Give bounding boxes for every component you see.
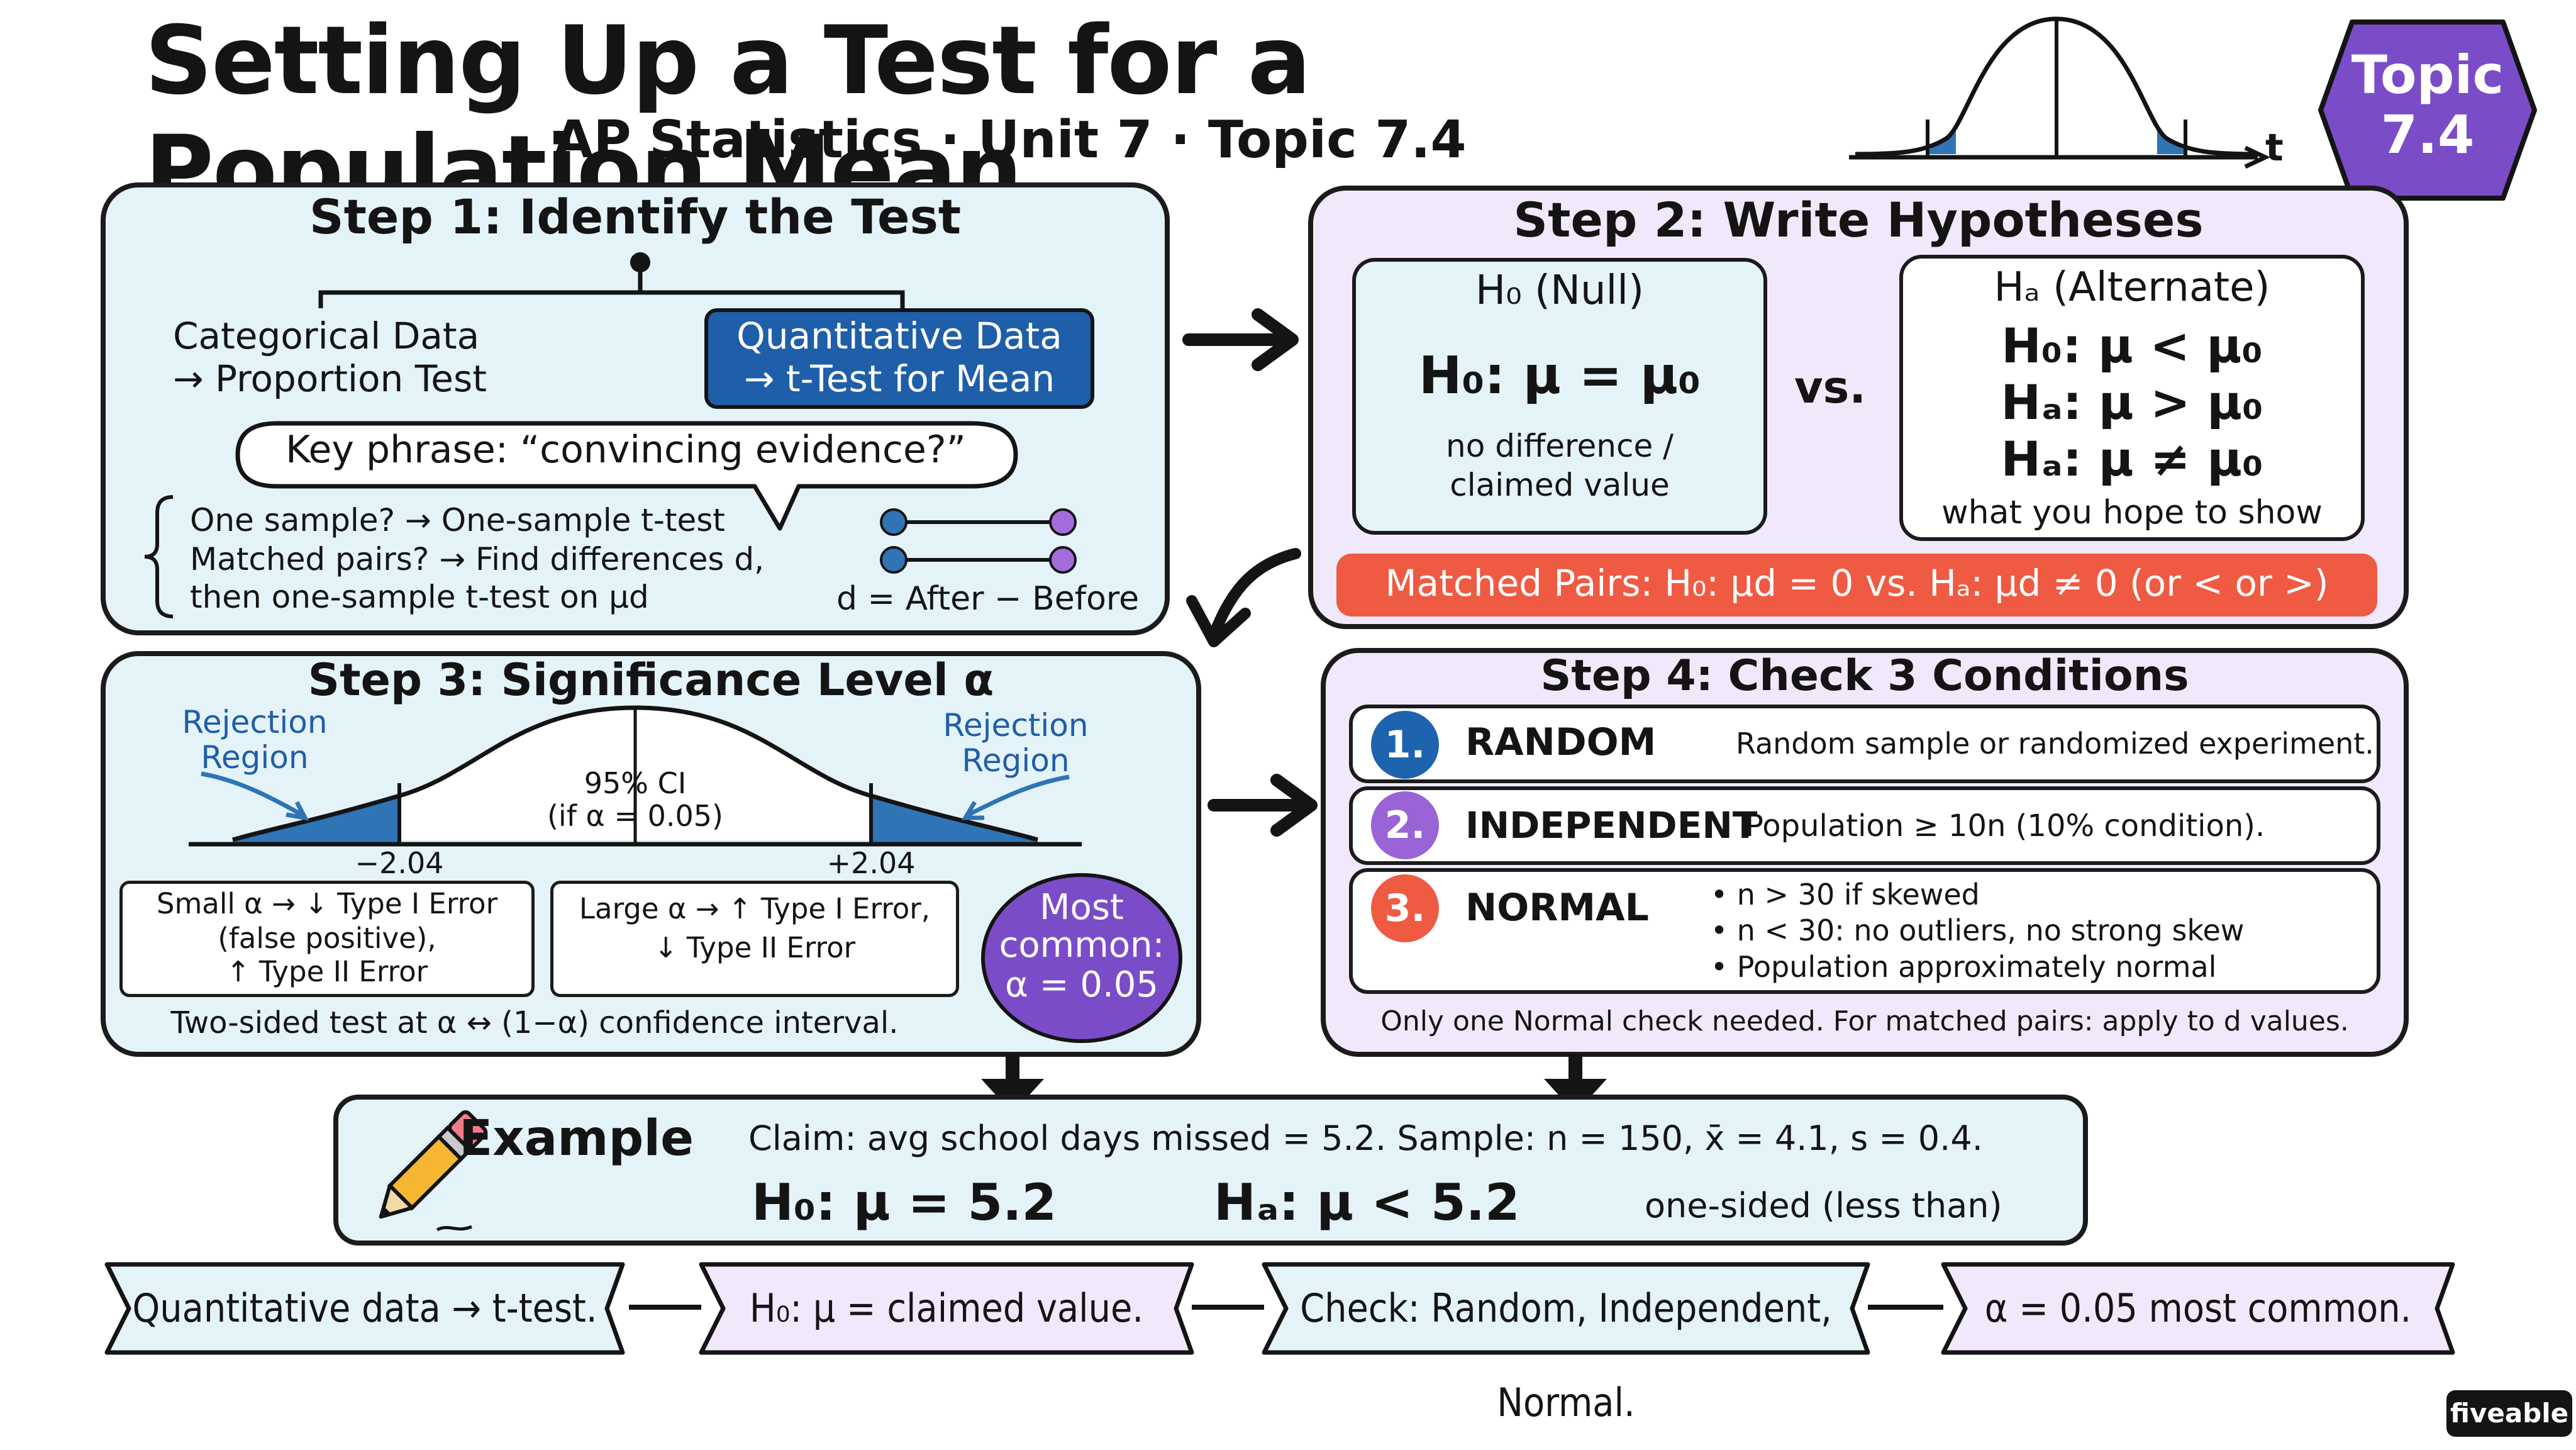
step2-title: Step 2: Write Hypotheses: [1513, 192, 2204, 248]
condition-num-3: 3.: [1371, 874, 1439, 942]
arrow-step2-to-step3: [1186, 548, 1301, 647]
page-subtitle: AP Statistics · Unit 7 · Topic 7.4: [553, 110, 1467, 170]
page-title: Setting Up a Test for a Population Mean: [145, 6, 1311, 225]
small-alpha-box: [119, 881, 535, 997]
null-header: H₀ (Null): [1475, 267, 1645, 314]
large-alpha-box: [550, 881, 959, 997]
example-panel: [333, 1095, 2088, 1246]
ci-label-2: (if α = 0.05): [547, 799, 724, 833]
example-label: Example: [459, 1110, 694, 1167]
summary-connectors: [629, 1305, 1943, 1310]
left-brace: [144, 495, 174, 618]
normal-bullet-1: • n > 30 if skewed: [1711, 878, 1980, 912]
small-alpha-1: Small α → ↓ Type I Error: [156, 887, 498, 920]
null-formula: H₀: μ = μ₀: [1418, 346, 1701, 406]
large-alpha-1: Large α → ↑ Type I Error,: [579, 892, 931, 925]
large-alpha-2: ↓ Type II Error: [653, 931, 856, 964]
matched-pairs-text: Matched pairs? → Find differences d,: [190, 541, 764, 577]
step1-title: Step 1: Identify the Test: [309, 189, 962, 245]
summary-banner-4: α = 0.05 most common.: [1940, 1261, 2456, 1356]
rejection-region-left: Rejection Region: [182, 704, 328, 776]
tick-right: +2.04: [826, 846, 916, 880]
tick-left: −2.04: [355, 846, 444, 880]
null-note-1: no difference /: [1446, 428, 1674, 464]
summary-banner-1: Quantitative data → t-test.: [104, 1261, 626, 1356]
step3-bell-curve: [189, 705, 1082, 847]
small-alpha-2: (false positive),: [218, 922, 436, 955]
summary-text-1: Quantitative data → t-test.: [132, 1285, 597, 1331]
condition-desc-random: Random sample or randomized experiment.: [1736, 727, 2374, 761]
condition-num-1: 1.: [1371, 711, 1439, 779]
null-note-2: claimed value: [1450, 467, 1670, 503]
alt-less: H₀: μ < μ₀: [2001, 318, 2263, 374]
vs-label: vs.: [1794, 362, 1866, 413]
step1-branch-lines: [318, 252, 905, 308]
arrow-step3-to-step4: [1208, 774, 1318, 837]
condition-name-independent: INDEPENDENT: [1465, 804, 1758, 847]
example-note: one-sided (less than): [1645, 1186, 2002, 1225]
alt-note: what you hope to show: [1941, 494, 2323, 532]
topic-badge-line1: Topic: [2351, 44, 2504, 106]
arrow-step1-to-step2: [1182, 308, 1299, 371]
brand-logo: fiveable: [2446, 1390, 2572, 1437]
normal-bullet-2: • n < 30: no outliers, no strong skew: [1711, 913, 2245, 947]
matched-pairs-text-bar: Matched Pairs: H₀: μd = 0 vs. Hₐ: μd ≠ 0…: [1385, 562, 2329, 605]
summary-banner-3: Check: Random, Independent, Normal.: [1261, 1261, 1871, 1425]
normal-bullet-3: • Population approximately normal: [1711, 950, 2217, 984]
normal-bullet-text-1: n > 30 if skewed: [1736, 878, 1980, 912]
pencil-icon: [379, 1110, 488, 1232]
example-claim: Claim: avg school days missed = 5.2. Sam…: [748, 1118, 1983, 1158]
most-common-2: common:: [999, 925, 1165, 966]
condition-name-normal: NORMAL: [1465, 886, 1649, 930]
small-alpha-3: ↑ Type II Error: [226, 955, 428, 988]
rejection-region-right: Rejection Region: [943, 707, 1089, 779]
condition-desc-independent: Population ≥ 10n (10% condition).: [1745, 808, 2265, 844]
matched-pairs-bar: [1336, 554, 2377, 616]
key-phrase-text: Key phrase: “convincing evidence?”: [286, 428, 966, 472]
condition-num-2: 2.: [1371, 791, 1439, 859]
condition-name-random: RANDOM: [1465, 720, 1657, 764]
step3-footer: Two-sided test at α ↔ (1−α) confidence i…: [170, 1005, 899, 1040]
step4-title: Step 4: Check 3 Conditions: [1540, 651, 2189, 701]
summary-text-3: Check: Random, Independent, Normal.: [1300, 1285, 1832, 1425]
normal-bullet-text-3: Population approximately normal: [1736, 950, 2217, 984]
axis-label-t: t: [2265, 126, 2284, 170]
categorical-data-label: Categorical Data: [173, 315, 480, 357]
quantitative-data-label: Quantitative Data: [736, 315, 1062, 357]
condition-random-row: [1349, 705, 2380, 783]
d-formula-text: d = After − Before: [836, 580, 1140, 618]
proportion-test-label: → Proportion Test: [173, 357, 487, 400]
condition-independent-row: [1349, 786, 2380, 865]
t-test-mean-label: → t-Test for Mean: [743, 357, 1055, 400]
normal-bullet-text-2: n < 30: no outliers, no strong skew: [1736, 913, 2245, 947]
most-common-1: Most: [1040, 887, 1124, 928]
example-ha: Hₐ: μ < 5.2: [1214, 1173, 1520, 1232]
summary-text-4: α = 0.05 most common.: [1984, 1285, 2412, 1331]
topic-badge-line2: 7.4: [2380, 104, 2475, 165]
most-common-3: α = 0.05: [1004, 964, 1159, 1005]
summary-banner-2: H₀: μ = claimed value.: [698, 1261, 1195, 1356]
topic-badge: [2318, 20, 2537, 201]
paired-dots-icon: [880, 508, 1077, 574]
header-bell-curve: [1849, 16, 2271, 169]
alt-greater: Hₐ: μ > μ₀: [2001, 374, 2263, 430]
alt-not-equal: Hₐ: μ ≠ μ₀: [2001, 431, 2263, 487]
example-h0: H₀: μ = 5.2: [752, 1173, 1057, 1232]
alt-header: Hₐ (Alternate): [1994, 264, 2270, 311]
step3-title: Step 3: Significance Level α: [308, 654, 994, 706]
null-hypothesis-box: [1352, 258, 1767, 535]
ci-label-1: 95% CI: [584, 766, 687, 800]
most-common-badge: [981, 873, 1182, 1043]
step4-footer: Only one Normal check needed. For matche…: [1380, 1005, 2349, 1037]
one-sample-text: One sample? → One-sample t-test: [190, 502, 725, 538]
condition-normal-row: [1349, 868, 2380, 994]
matched-pairs-text-2: then one-sample t-test on μd: [190, 579, 649, 615]
key-phrase-bubble: [235, 421, 1018, 531]
quantitative-data-box: [704, 308, 1094, 409]
summary-text-2: H₀: μ = claimed value.: [749, 1285, 1144, 1331]
alternate-hypothesis-box: [1899, 255, 2365, 541]
